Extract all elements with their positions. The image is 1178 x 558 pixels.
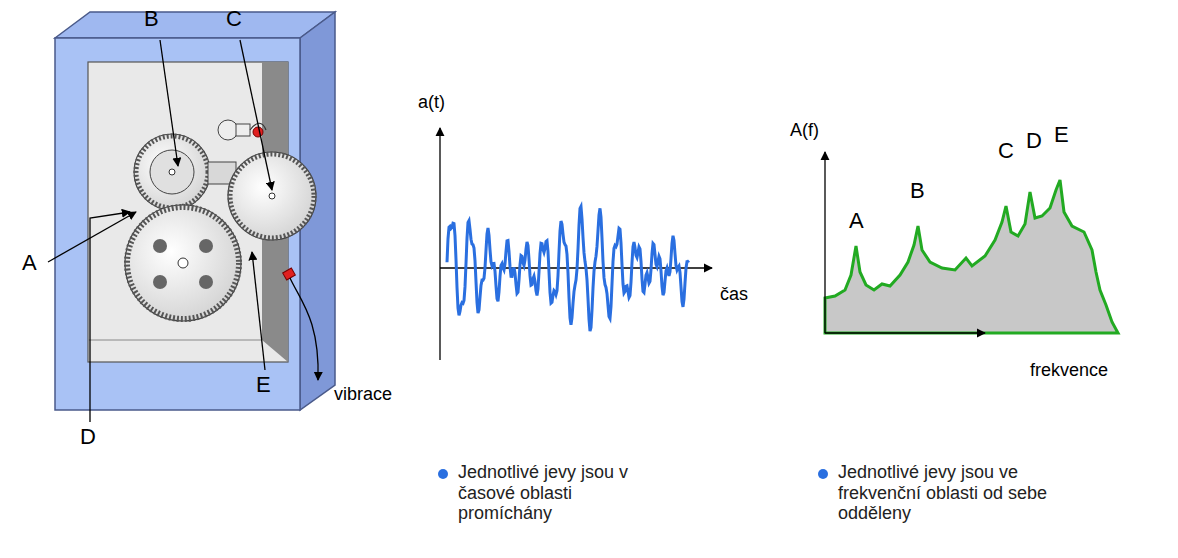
callout-letter: A xyxy=(849,208,864,233)
gearbox-housing xyxy=(55,12,335,410)
time-plot xyxy=(440,128,712,360)
gears xyxy=(125,120,316,321)
bullet-note: Jednotlivé jevy jsou ve frekvenční oblas… xyxy=(838,462,1088,524)
axis-label: a(t) xyxy=(418,92,445,113)
callout-letter: E xyxy=(256,372,271,397)
axis-label: čas xyxy=(720,284,748,305)
callout-letter: B xyxy=(910,178,925,203)
axis-label: A(f) xyxy=(790,120,819,141)
callout-letter: D xyxy=(1026,128,1042,153)
callout-letter: C xyxy=(226,6,242,31)
callout-letter: C xyxy=(998,138,1014,163)
callout-letter: D xyxy=(80,424,96,449)
callout-letter: E xyxy=(1054,122,1069,147)
callout-letter: B xyxy=(144,6,159,31)
bullet-note: Jednotlivé jevy jsou v časové oblasti pr… xyxy=(458,462,658,524)
axis-label: vibrace xyxy=(334,384,392,405)
leader-lines xyxy=(48,40,318,422)
callout-letter: A xyxy=(22,250,37,275)
axis-label: frekvence xyxy=(1030,360,1108,381)
spectrum-plot xyxy=(825,152,1118,333)
